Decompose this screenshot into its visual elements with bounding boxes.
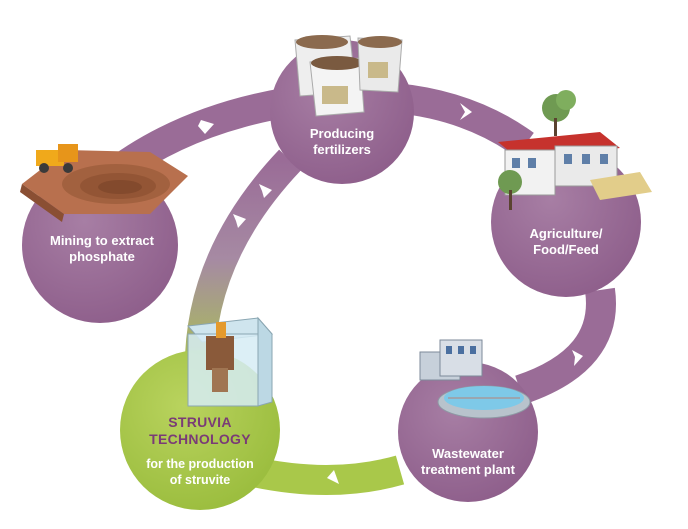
fertilizers-line1: Producing: [309, 126, 375, 141]
fertilizers-line2: fertilizers: [313, 142, 371, 157]
node-fertilizers-label: Producing fertilizers: [292, 126, 392, 158]
node-struvia-label: STRUVIA TECHNOLOGY for the production of…: [135, 414, 265, 488]
fertilizer-bags-icon: [294, 35, 403, 117]
struvia-reactor-icon: [186, 316, 274, 407]
chevron-icon: [327, 470, 339, 484]
node-agriculture-label: Agriculture/ Food/Feed: [516, 226, 616, 258]
chevron-icon: [572, 350, 583, 366]
struvia-sub-line1: for the production: [146, 457, 254, 471]
node-wastewater-label: Wastewater treatment plant: [408, 446, 528, 478]
node-wastewater-circle: [398, 362, 538, 502]
house-trees-icon: [498, 90, 652, 210]
mining-pit-icon: [20, 144, 188, 222]
wastewater-line2: treatment plant: [421, 462, 515, 477]
chevron-icon: [259, 184, 272, 198]
chevron-icon: [233, 214, 246, 228]
wastewater-line1: Wastewater: [432, 446, 504, 461]
arc-agriculture-to-wastewater: [515, 287, 616, 405]
agriculture-line1: Agriculture/: [529, 226, 603, 241]
node-mining-label: Mining to extract phosphate: [40, 233, 164, 265]
chevrons: [198, 103, 583, 484]
mining-line1: Mining to extract: [49, 233, 154, 248]
struvia-title-line1: STRUVIA: [168, 414, 232, 430]
agriculture-line2: Food/Feed: [533, 242, 599, 257]
chevron-icon: [198, 120, 214, 134]
chevron-icon: [460, 103, 472, 120]
struvia-title-line2: TECHNOLOGY: [149, 431, 251, 447]
mining-line2: phosphate: [69, 249, 135, 264]
struvia-sub-line2: of struvite: [169, 473, 231, 487]
arc-fertilizers-to-agriculture: [393, 83, 534, 158]
treatment-plant-icon: [419, 339, 531, 419]
